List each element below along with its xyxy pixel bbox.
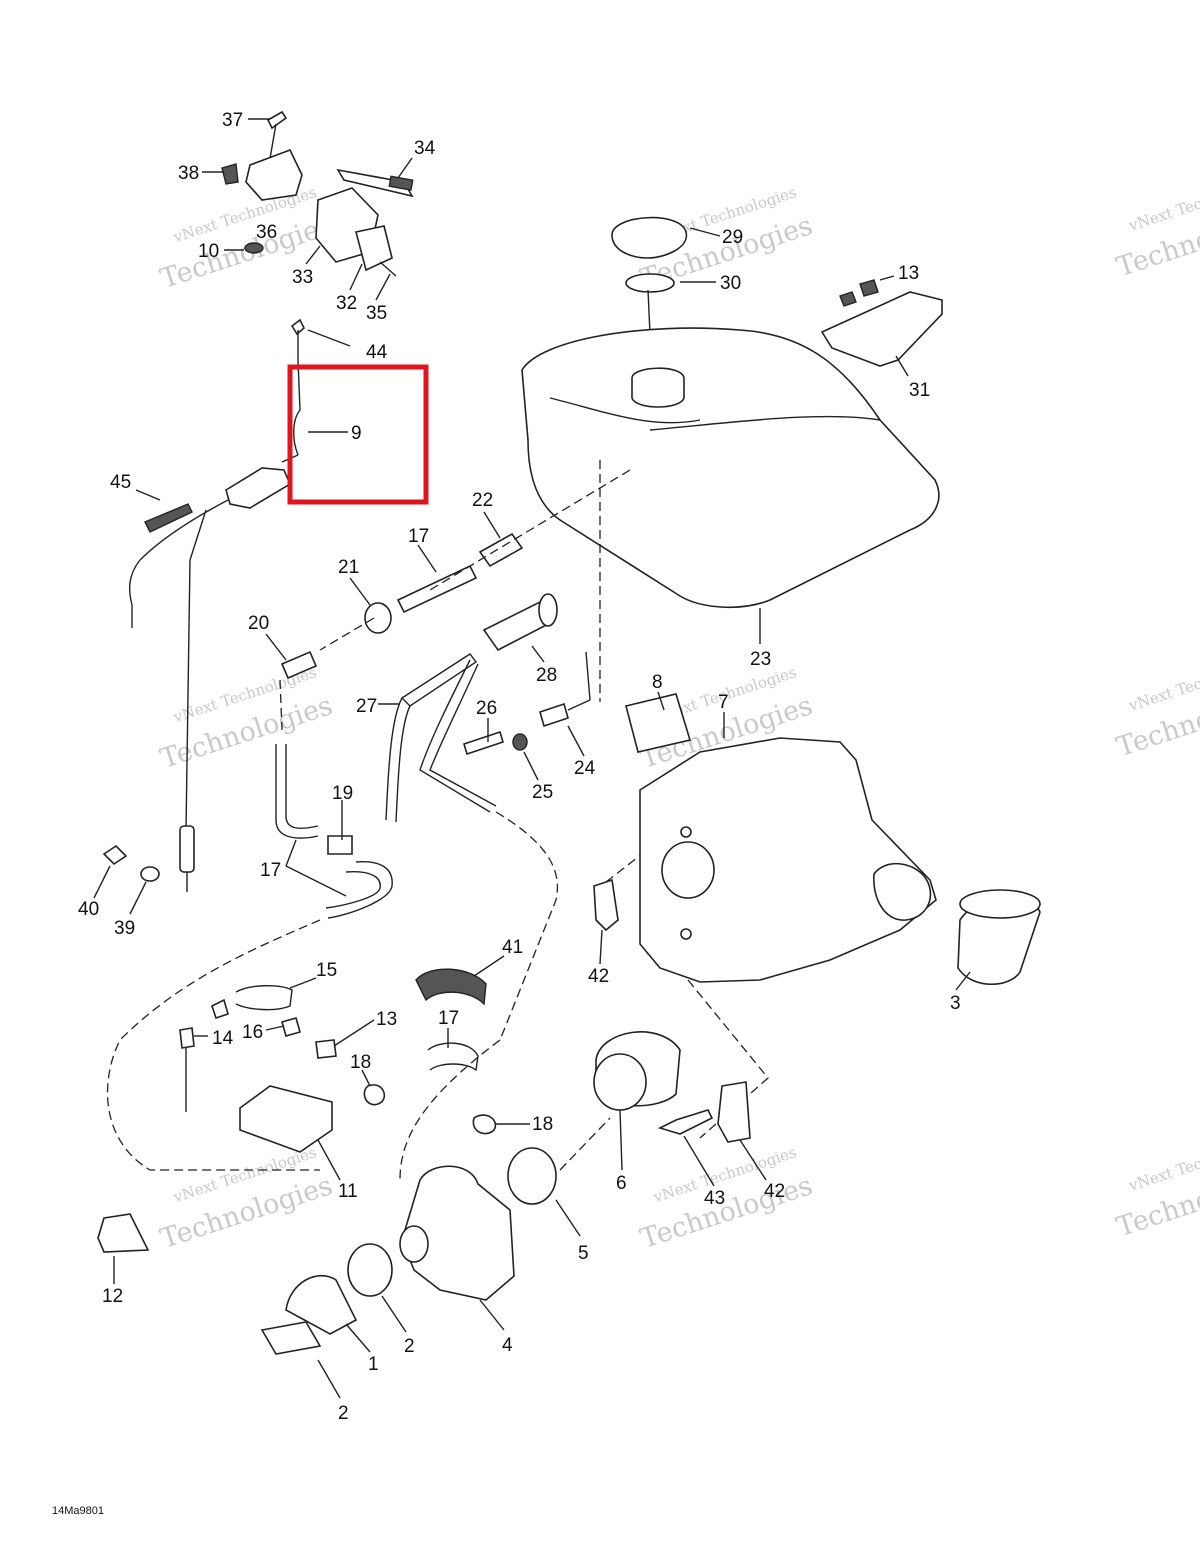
callout-34[interactable]: 34 — [414, 138, 436, 159]
callout-6[interactable]: 6 — [616, 1173, 627, 1194]
callout-43[interactable]: 43 — [704, 1188, 725, 1209]
callout-11[interactable]: 11 — [338, 1181, 358, 1202]
callout-41[interactable]: 41 — [502, 937, 523, 958]
highlight-box[interactable] — [287, 364, 429, 505]
callout-15[interactable]: 15 — [316, 960, 337, 981]
airbox-drawing — [593, 693, 937, 983]
lever-assembly-drawing — [221, 110, 414, 277]
callout-18-right[interactable]: 18 — [532, 1114, 553, 1135]
callout-29[interactable]: 29 — [722, 227, 743, 248]
figure-code: 14Ma9801 — [52, 1505, 104, 1517]
callout-31[interactable]: 31 — [909, 380, 930, 401]
callout-17-mid[interactable]: 17 — [260, 860, 281, 881]
callout-40[interactable]: 40 — [78, 899, 99, 920]
callout-4[interactable]: 4 — [502, 1335, 513, 1356]
callout-22[interactable]: 22 — [472, 490, 493, 511]
leader-lines — [93, 118, 971, 1399]
callout-42-right[interactable]: 42 — [764, 1181, 785, 1202]
callout-38[interactable]: 38 — [178, 163, 199, 184]
callout-16[interactable]: 16 — [242, 1022, 263, 1043]
callout-17-bottom[interactable]: 17 — [438, 1008, 459, 1029]
callout-18-left[interactable]: 18 — [350, 1052, 371, 1073]
callout-27[interactable]: 27 — [356, 696, 377, 717]
callout-36[interactable]: 36 — [256, 222, 277, 243]
callout-19[interactable]: 19 — [332, 783, 353, 804]
callout-26[interactable]: 26 — [476, 698, 497, 719]
callout-28[interactable]: 28 — [536, 665, 557, 686]
fuel-lines-drawing — [275, 653, 497, 919]
fuel-fittings-drawing — [280, 532, 591, 756]
callout-39[interactable]: 39 — [114, 918, 135, 939]
callout-24[interactable]: 24 — [574, 758, 596, 779]
callout-32[interactable]: 32 — [336, 293, 357, 314]
callout-13-bottom[interactable]: 13 — [376, 1009, 397, 1030]
callout-23[interactable]: 23 — [750, 649, 771, 670]
callout-3[interactable]: 3 — [950, 993, 961, 1014]
callout-13-top[interactable]: 13 — [898, 263, 919, 284]
fuel-tank-drawing — [521, 216, 940, 609]
callout-10[interactable]: 10 — [198, 241, 219, 262]
callout-25[interactable]: 25 — [532, 782, 553, 803]
callout-37[interactable]: 37 — [222, 110, 243, 131]
hose-drawings — [363, 968, 497, 1135]
callout-35[interactable]: 35 — [366, 303, 387, 324]
callout-45[interactable]: 45 — [110, 472, 131, 493]
tank-bracket-drawing — [820, 279, 943, 367]
watermark-text: vNext Technologies — [1126, 652, 1200, 715]
watermark-text: vNext Technologies — [1126, 172, 1200, 235]
callout-5[interactable]: 5 — [578, 1243, 589, 1264]
reed-valve-drawing — [97, 985, 337, 1253]
callout-42-left[interactable]: 42 — [588, 966, 609, 987]
part-callouts: 37 38 34 36 10 33 32 35 44 9 45 29 30 13… — [78, 110, 961, 1424]
callout-9[interactable]: 9 — [351, 423, 362, 444]
callout-21[interactable]: 21 — [338, 557, 359, 578]
callout-1[interactable]: 1 — [368, 1354, 379, 1375]
throttle-cable-drawing — [128, 318, 305, 892]
callout-30[interactable]: 30 — [720, 273, 741, 294]
washer-drawings — [102, 844, 160, 882]
callout-14[interactable]: 14 — [212, 1028, 234, 1049]
carburetor-drawing — [260, 1031, 751, 1355]
callout-20[interactable]: 20 — [248, 613, 269, 634]
callout-8[interactable]: 8 — [652, 672, 663, 693]
watermark-text: vNext Technologies — [1126, 1132, 1200, 1195]
callout-33[interactable]: 33 — [292, 267, 313, 288]
callout-44[interactable]: 44 — [366, 342, 388, 363]
callout-2-bottom[interactable]: 2 — [338, 1403, 349, 1424]
callout-17-top[interactable]: 17 — [408, 526, 429, 547]
callout-2-right[interactable]: 2 — [404, 1336, 415, 1357]
air-filter-drawing — [957, 889, 1041, 986]
callout-12[interactable]: 12 — [102, 1286, 123, 1307]
callout-7[interactable]: 7 — [718, 692, 729, 713]
